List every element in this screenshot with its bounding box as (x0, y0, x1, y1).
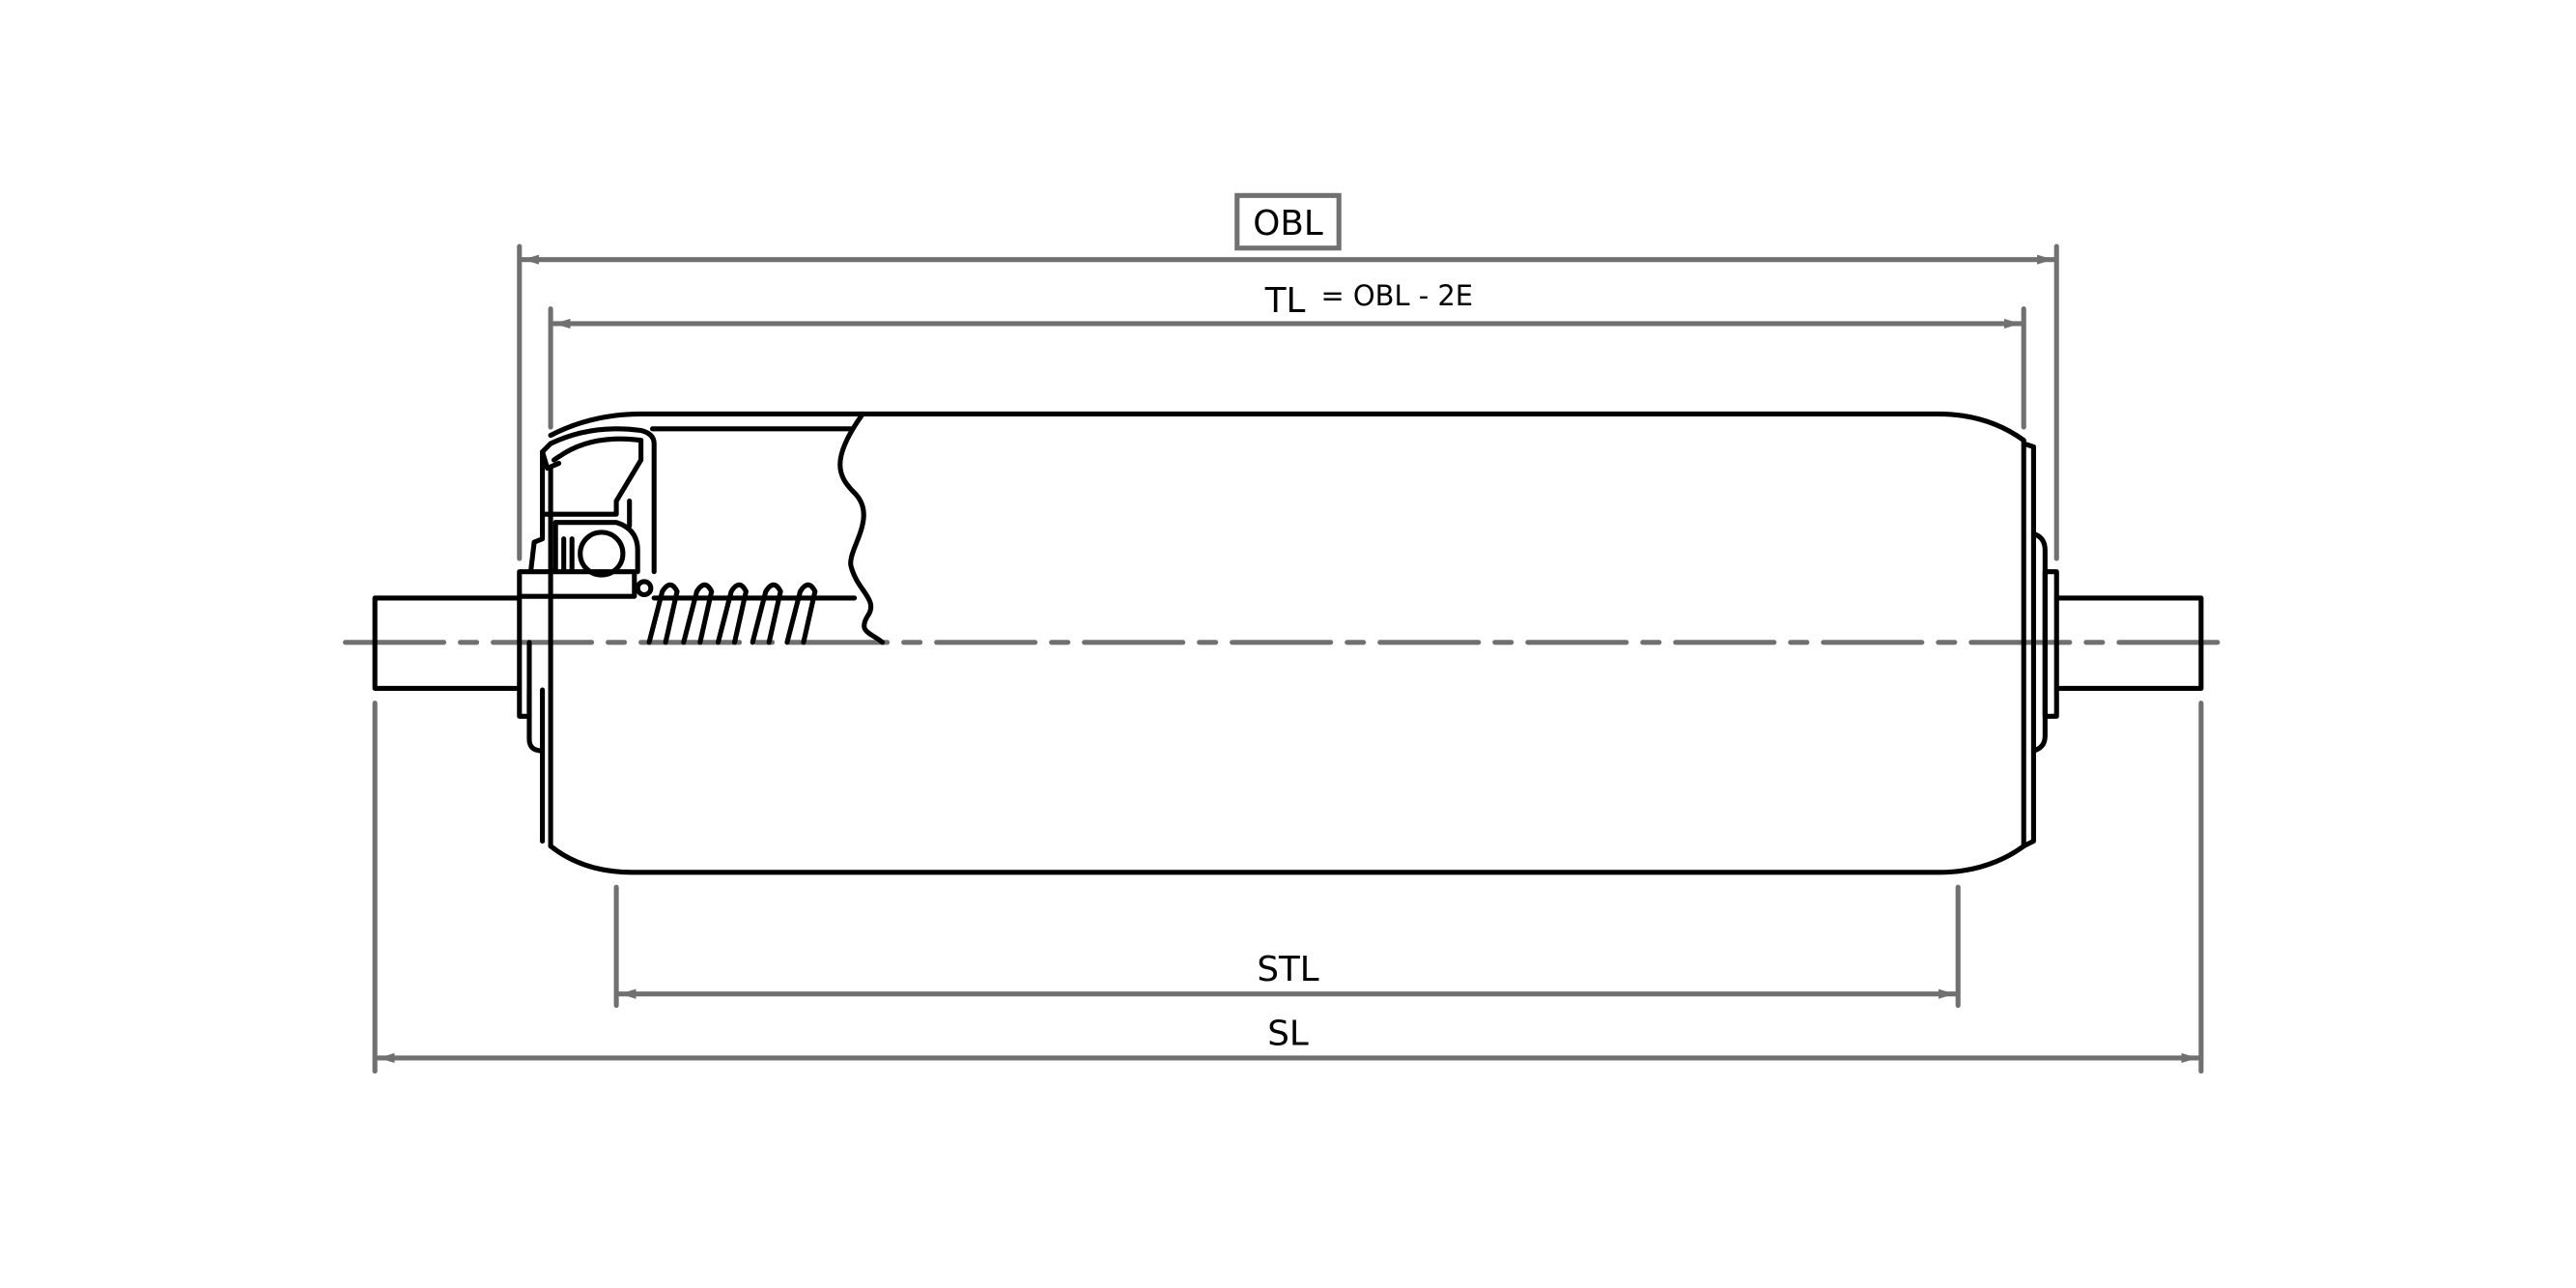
tl-label: TL (1264, 281, 1306, 321)
sl-label: SL (1267, 1014, 1309, 1053)
obl-label: OBL (1253, 204, 1323, 243)
obl-label-box (1234, 192, 1342, 251)
tl-formula: = OBL - 2E (1321, 279, 1473, 312)
dimension-stl: STL (613, 884, 1961, 1009)
stl-label: STL (1257, 950, 1318, 989)
dimension-tl: TL = OBL - 2E (548, 279, 2026, 430)
inner-race (517, 569, 637, 599)
break-line (837, 411, 886, 645)
roller-tube (540, 411, 2036, 875)
right-shaft (2030, 531, 2204, 754)
dimension-sl: SL (372, 701, 2204, 1074)
spring (646, 582, 858, 645)
dimension-obl: OBL (517, 192, 2059, 561)
ball-bearing (578, 530, 626, 578)
left-shaft (372, 595, 546, 754)
cutaway-section (517, 411, 886, 645)
